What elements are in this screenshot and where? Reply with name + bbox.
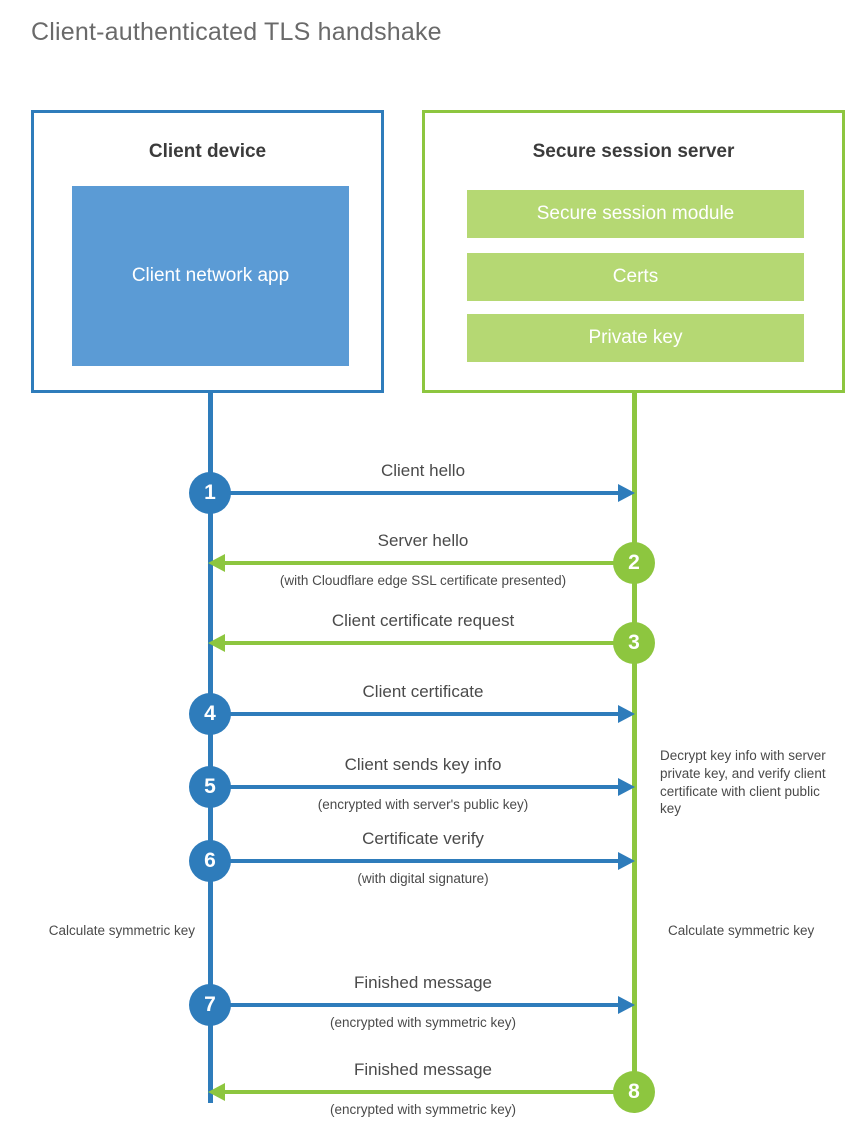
note-calculate-symmetric-key-client: Calculate symmetric key bbox=[48, 923, 195, 938]
secure-session-server-title: Secure session server bbox=[532, 141, 735, 162]
step-4-arrow-shaft bbox=[211, 712, 621, 716]
step-5-arrowhead-icon bbox=[618, 778, 635, 796]
step-2-sublabel: (with Cloudflare edge SSL certificate pr… bbox=[279, 573, 567, 588]
step-6-label: Certificate verify bbox=[362, 829, 484, 848]
step-8-number-badge: 8 bbox=[613, 1071, 655, 1113]
step-3-arrowhead-icon bbox=[208, 634, 225, 652]
step-5-number-badge: 5 bbox=[189, 766, 231, 808]
server-component-secure-session-module: Secure session module bbox=[467, 190, 804, 238]
step-6-number-badge: 6 bbox=[189, 840, 231, 882]
client-device-title: Client device bbox=[148, 141, 267, 162]
step-1-number-badge: 1 bbox=[189, 472, 231, 514]
step-7-arrow-shaft bbox=[211, 1003, 621, 1007]
step-4-label: Client certificate bbox=[362, 682, 484, 701]
step-7-arrowhead-icon bbox=[618, 996, 635, 1014]
step-8-arrowhead-icon bbox=[208, 1083, 225, 1101]
step-5-arrow-shaft bbox=[211, 785, 621, 789]
step-1-label: Client hello bbox=[380, 461, 466, 480]
server-component-certs: Certs bbox=[467, 253, 804, 301]
page-title: Client-authenticated TLS handshake bbox=[31, 18, 442, 46]
step-8-arrow-shaft bbox=[222, 1090, 635, 1094]
step-1-arrow-shaft bbox=[211, 491, 621, 495]
step-5-sublabel: (encrypted with server's public key) bbox=[317, 797, 529, 812]
step-6-arrow-shaft bbox=[211, 859, 621, 863]
step-2-label: Server hello bbox=[377, 531, 469, 550]
client-device-box: Client device Client network app bbox=[31, 110, 384, 393]
server-lifeline bbox=[632, 393, 637, 1093]
step-1-arrowhead-icon bbox=[618, 484, 635, 502]
note-calculate-symmetric-key-server: Calculate symmetric key bbox=[668, 923, 815, 938]
step-2-arrowhead-icon bbox=[208, 554, 225, 572]
note-decrypt-key-info: Decrypt key info with server private key… bbox=[660, 748, 826, 817]
step-6-arrowhead-icon bbox=[618, 852, 635, 870]
step-4-number-badge: 4 bbox=[189, 693, 231, 735]
step-2-number-badge: 2 bbox=[613, 542, 655, 584]
step-4-arrowhead-icon bbox=[618, 705, 635, 723]
server-component-private-key: Private key bbox=[467, 314, 804, 362]
step-3-label: Client certificate request bbox=[331, 611, 515, 630]
step-8-sublabel: (encrypted with symmetric key) bbox=[329, 1102, 517, 1117]
step-3-arrow-shaft bbox=[222, 641, 635, 645]
step-3-number-badge: 3 bbox=[613, 622, 655, 664]
client-network-app-block: Client network app bbox=[72, 186, 349, 366]
client-lifeline bbox=[208, 393, 213, 1103]
step-2-arrow-shaft bbox=[222, 561, 635, 565]
step-7-number-badge: 7 bbox=[189, 984, 231, 1026]
secure-session-server-box: Secure session server Secure session mod… bbox=[422, 110, 845, 393]
step-5-label: Client sends key info bbox=[344, 755, 502, 774]
step-8-label: Finished message bbox=[354, 1060, 492, 1079]
step-7-sublabel: (encrypted with symmetric key) bbox=[329, 1015, 517, 1030]
step-6-sublabel: (with digital signature) bbox=[357, 871, 489, 886]
step-7-label: Finished message bbox=[354, 973, 492, 992]
